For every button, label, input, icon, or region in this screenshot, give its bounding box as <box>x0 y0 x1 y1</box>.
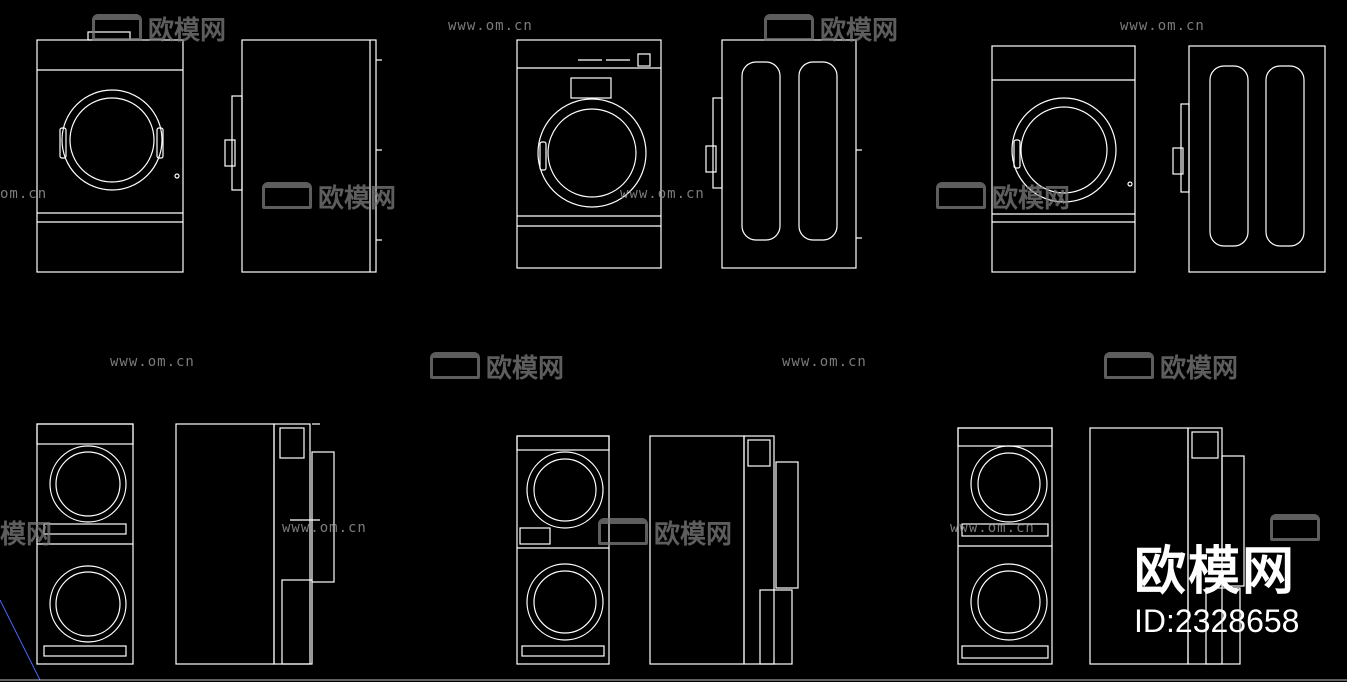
watermark-logo-partial <box>1270 514 1326 546</box>
watermark-logo: 欧模网 <box>430 348 564 385</box>
watermark-url: www.om.cn <box>448 18 533 34</box>
watermark-logo: 欧模网 <box>262 178 396 215</box>
watermark-url: www.om.cn <box>950 520 1035 536</box>
watermark-url: www.om.cn <box>620 186 705 202</box>
brand-stamp: 欧模网 ID:2328658 <box>1134 542 1299 640</box>
stacked-dryer-side-view-2 <box>649 435 799 665</box>
dryer-side-view-3 <box>1172 45 1326 273</box>
stacked-dryer-side-view-3 <box>1089 427 1245 665</box>
corner-artifact <box>0 599 1347 681</box>
dryer-front-view-3 <box>991 45 1136 273</box>
stacked-dryer-front-view-1 <box>36 423 134 665</box>
model-id: ID:2328658 <box>1134 603 1300 639</box>
watermark-logo: 欧模网 <box>1104 348 1238 385</box>
stacked-dryer-side-view-1 <box>175 423 335 665</box>
watermark-logo: 欧模网 <box>92 10 226 47</box>
dryer-side-view-1 <box>224 39 382 273</box>
stacked-dryer-front-view-2 <box>516 435 610 665</box>
watermark-logo: 欧模网 <box>598 514 732 551</box>
watermark-url: www.om.cn <box>1120 18 1205 34</box>
watermark-url: www.om.cn <box>282 520 367 536</box>
watermark-logo: 欧模网 <box>764 10 898 47</box>
brand-name: 欧模网 <box>1134 542 1297 602</box>
watermark-logo: 欧模网 <box>936 178 1070 215</box>
watermark-logo-partial: 模网 <box>0 520 53 550</box>
watermark-url: www.om.cn <box>110 354 195 370</box>
stacked-dryer-front-view-3 <box>957 427 1053 665</box>
watermark-url-partial: om.cn <box>0 186 48 202</box>
dryer-side-view-2 <box>705 39 862 269</box>
dryer-front-view-2 <box>516 39 662 269</box>
dryer-front-view-1 <box>36 31 184 273</box>
watermark-url: www.om.cn <box>782 354 867 370</box>
